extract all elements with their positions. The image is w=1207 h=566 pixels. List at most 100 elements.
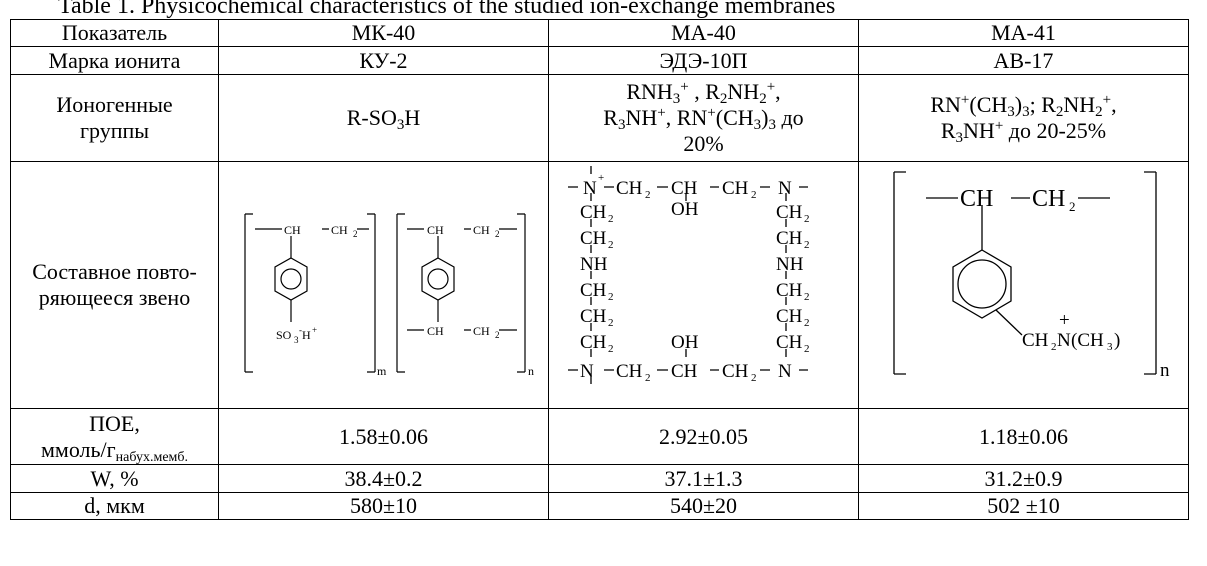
formula-text: RN: [930, 92, 961, 117]
formula-sub: 3: [1007, 104, 1015, 120]
header-ma41: МА-41: [858, 19, 1189, 47]
mk40-h-label: H: [302, 328, 311, 342]
formula-text: ): [761, 105, 769, 130]
ma40-ch-label: CH: [671, 178, 698, 199]
formula-text: (CH: [969, 92, 1008, 117]
formula-text: RNH: [626, 79, 673, 104]
ma41-plus-label: +: [1059, 310, 1070, 331]
formula-text: (CH: [715, 105, 754, 130]
formula-line: R-SO3H: [219, 105, 548, 133]
row-label: Марка ионита: [10, 46, 219, 75]
mk40-subscript: 2: [495, 330, 500, 340]
formula-text: NH: [1063, 92, 1096, 117]
formula-line: R3NH+, RN+(CH3)3 до: [549, 105, 858, 133]
row-repeating-unit: Составное повто- ряющееся звено: [10, 161, 1189, 409]
cell-mk40: CH CH 2 SO 3 - H + m CH CH 2 CH CH 2 n: [218, 161, 549, 409]
cell-mk40: 38.4±0.2: [218, 464, 549, 493]
ma40-subscript: 2: [804, 343, 810, 355]
formula-text: до: [775, 105, 804, 130]
ma41-ch-label: CH: [960, 186, 993, 212]
ma40-subscript: 2: [608, 239, 614, 251]
cell-ma41: CH CH 2 CH 2 + N (CH 3 ) n: [858, 161, 1189, 409]
ma40-ch-label: CH: [671, 361, 698, 382]
ma41-subscript: 2: [1051, 341, 1057, 353]
header-ma40: МА-40: [548, 19, 859, 47]
ma40-subscript: 2: [645, 189, 651, 201]
formula-sub: 3: [1022, 104, 1030, 120]
ma40-subscript: 2: [751, 189, 757, 201]
ma40-subscript: 2: [804, 291, 810, 303]
formula-text: H: [404, 105, 421, 130]
formula-sub: 3: [768, 117, 776, 133]
cell-ma40: RNH3+ , R2NH2+, R3NH+, RN+(CH3)3 до 20%: [548, 74, 859, 162]
formula-text: до 20-25%: [1003, 118, 1107, 143]
ma40-n-label: N: [778, 178, 792, 199]
ma41-ch2-label: CH: [1022, 330, 1049, 351]
ma40-ch2-label: CH: [616, 178, 643, 199]
row-water-content: W, % 38.4±0.2 37.1±1.3 31.2±0.9: [10, 464, 1189, 493]
cell-ma40: 37.1±1.3: [548, 464, 859, 493]
cell-ma41: 31.2±0.9: [858, 464, 1189, 493]
row-label: W, %: [10, 464, 219, 493]
formula-sub: 2: [719, 91, 728, 107]
row-label-unit-subscript: набух.мемб.: [115, 449, 189, 465]
row-label: Составное повто- ряющееся звено: [10, 161, 219, 409]
formula-text: ; R: [1029, 92, 1056, 117]
formula-text: , RN: [665, 105, 708, 130]
ma40-plus-label: +: [598, 172, 604, 184]
formula-line: RNH3+ , R2NH2+,: [549, 79, 858, 107]
cell-ma40: ЭДЭ-10П: [548, 46, 859, 75]
formula-sub: 2: [1055, 104, 1064, 120]
ma40-ch2-label: CH: [580, 228, 607, 249]
row-label: ПОЕ, ммоль/гнабух.мемб.: [10, 408, 219, 465]
mk40-subscript: 2: [353, 229, 358, 239]
mk40-structure: CH CH 2 SO 3 - H + m CH CH 2 CH CH 2 n: [243, 213, 534, 378]
ma41-subscript-n: n: [1160, 360, 1170, 381]
ma40-ch2-label: CH: [580, 202, 607, 223]
formula-sup: +: [707, 105, 716, 121]
ma40-nh-label: NH: [776, 254, 804, 275]
mk40-ch-label: CH: [284, 223, 301, 237]
mk40-subscript: 3: [294, 335, 299, 345]
mk40-ch-label: CH: [427, 324, 444, 338]
formula-sup: +: [1102, 92, 1112, 108]
cell-ma40: 540±20: [548, 492, 859, 520]
ma40-subscript: 2: [804, 213, 810, 225]
ma40-ch2-label: CH: [776, 228, 803, 249]
mk40-ch-label: CH: [473, 223, 490, 237]
ma40-nh-label: NH: [580, 254, 608, 275]
row-label-unit: ммоль/г: [40, 436, 116, 462]
mk40-superscript: +: [312, 325, 317, 335]
formula-line: R3NH+ до 20-25%: [859, 118, 1188, 146]
row-exchange-capacity: ПОЕ, ммоль/гнабух.мемб. 1.58±0.06 2.92±0…: [10, 408, 1189, 465]
ma41-subscript: 2: [1069, 199, 1076, 214]
formula-text: R-SO: [346, 105, 397, 130]
cell-ma40: 2.92±0.05: [548, 408, 859, 465]
ma40-ch2-label: CH: [776, 332, 803, 353]
formula-sub: 3: [396, 117, 405, 133]
row-label-line: ПОЕ,: [89, 410, 140, 436]
mk40-ch-label: CH: [427, 223, 444, 237]
row-label-line: группы: [79, 118, 150, 143]
ma40-subscript: 2: [804, 239, 810, 251]
row-label-line: Составное повто-: [32, 259, 197, 284]
properties-table: Показатель МК-40 МА-40 МА-41 Марка ионит…: [10, 19, 1189, 520]
ma40-structure: N + CH 2 CH CH 2 N OH CH 2 CH 2 CH 2 CH …: [567, 166, 810, 384]
mk40-subscript: 2: [495, 229, 500, 239]
cell-ma40: N + CH 2 CH CH 2 N OH CH 2 CH 2 CH 2 CH …: [548, 161, 859, 409]
ma40-ch2-label: CH: [722, 361, 749, 382]
ma40-ch2-label: CH: [580, 280, 607, 301]
ma40-subscript: 2: [645, 372, 651, 384]
formula-sub: 3: [955, 130, 964, 146]
ma40-ch2-label: CH: [722, 178, 749, 199]
header-parameter: Показатель: [10, 19, 219, 47]
cell-ma41: АВ-17: [858, 46, 1189, 75]
table-caption: Table 1. Physicochemical characteristics…: [58, 0, 836, 19]
ma40-subscript: 2: [751, 372, 757, 384]
formula-text: NH: [625, 105, 658, 130]
row-label-line: ряющееся звено: [38, 285, 191, 310]
cell-mk40: 580±10: [218, 492, 549, 520]
ma40-n-label: N: [583, 178, 597, 199]
formula-text: R: [603, 105, 618, 130]
ma40-ch2-label: CH: [776, 306, 803, 327]
